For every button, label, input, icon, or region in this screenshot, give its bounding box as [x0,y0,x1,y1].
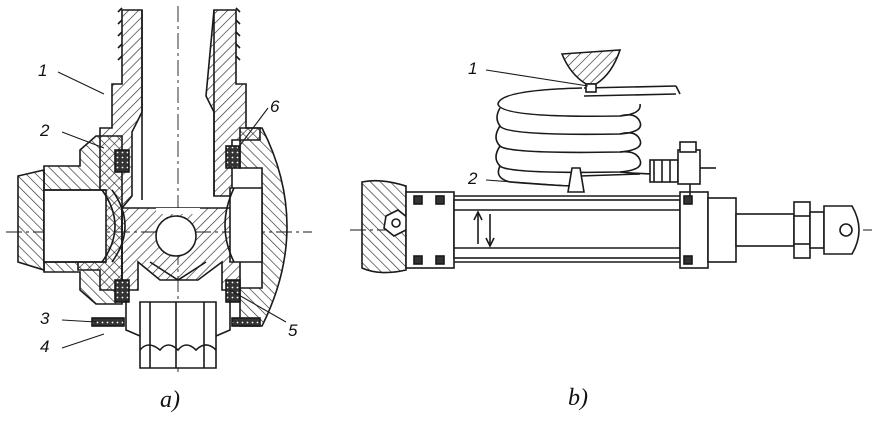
leader-lines-a [57,71,287,349]
part-label-5: 5 [288,321,298,340]
caption-a: a) [160,387,180,413]
swivel-joint-section [6,6,312,372]
leader-lines-b [485,69,589,187]
hydraulic-cylinder-assembly [350,49,872,274]
part-label-4: 4 [40,337,50,356]
part-label-2: 2 [40,121,50,140]
coil-tube [495,85,681,187]
caption-b: b) [568,385,588,411]
part-label-3: 3 [40,309,50,328]
part-label-1: 1 [38,61,48,80]
part-label-b1: 1 [468,59,478,78]
part-label-b2: 2 [468,169,478,188]
part-label-6: 6 [270,97,280,116]
